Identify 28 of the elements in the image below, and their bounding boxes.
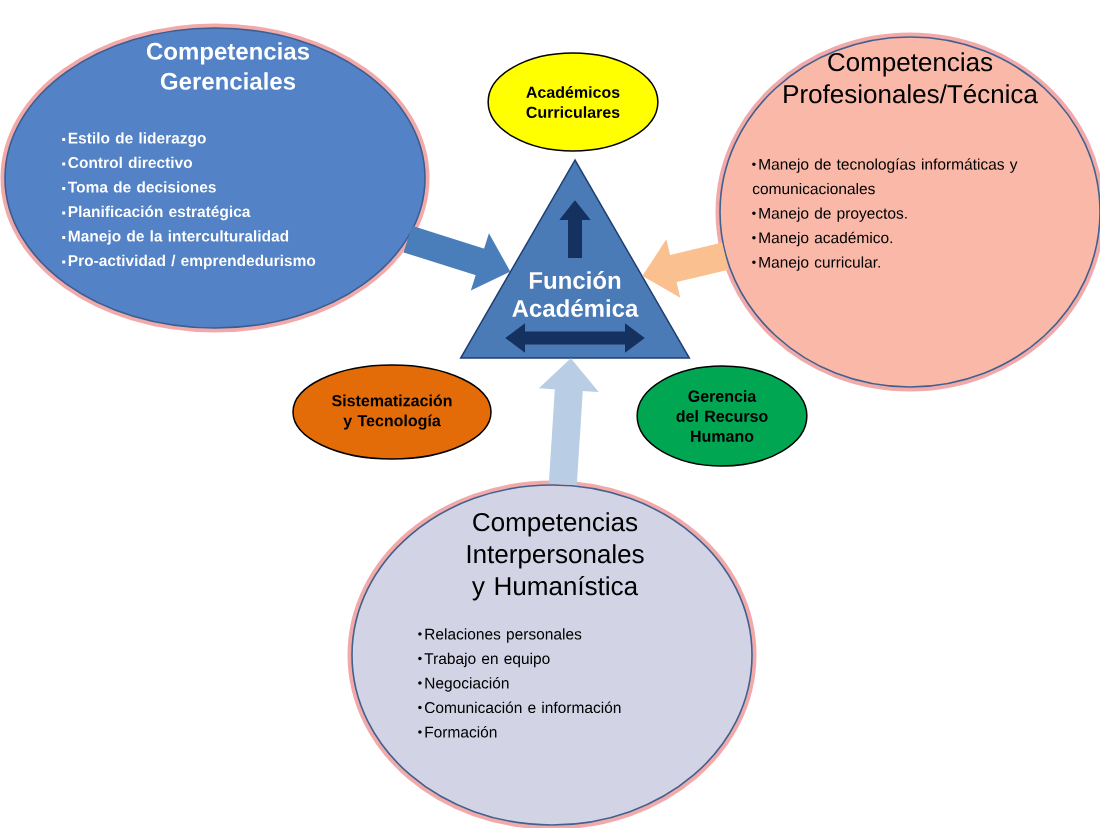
bullet-item: Manejo de tecnologías informáticas y comunicacionales [752,158,1018,195]
bubble-title: Competencias Gerenciales [146,42,310,90]
ellipse [292,364,492,460]
bullet-item: Trabajo en equipo [418,652,550,668]
bullet-item: Formación [418,726,497,738]
bullet-item: Comunicación e información [418,701,621,714]
bullet-item: Negociación [418,677,509,692]
ellipse [487,52,659,152]
triangle-title: Función Académica [512,271,639,317]
bullet-item: Pro-actividad / emprendedurismo [62,254,316,270]
bullet-item: Toma de decisiones [62,181,216,193]
ellipse [636,365,808,467]
ellipse-label: Sistematización y Tecnología [332,394,452,430]
bullet-item: Manejo de la interculturalidad [62,230,289,245]
bullet-item: Manejo curricular. [752,256,880,271]
bullet-item: Relaciones personales [418,628,582,643]
bullet-item: Planificación estratégica [62,205,251,221]
ellipse-label: Gerencia del Recurso Humano [676,390,768,442]
competency-bubble [0,23,430,333]
bullet-item: Control directivo [62,156,193,169]
bullet-item: Manejo de proyectos. [752,207,907,222]
ellipse-label: Académicos Curriculares [526,86,620,118]
competency-bubble [347,480,757,828]
bubble-title: Competencias Profesionales/Técnica [784,52,1038,104]
competency-bubble [715,32,1100,392]
bullet-item: Manejo académico. [752,231,892,247]
bubble-title: Competencias Interpersonales y Humanística [467,512,644,601]
bullet-item: Estilo de liderazgo [62,132,206,147]
